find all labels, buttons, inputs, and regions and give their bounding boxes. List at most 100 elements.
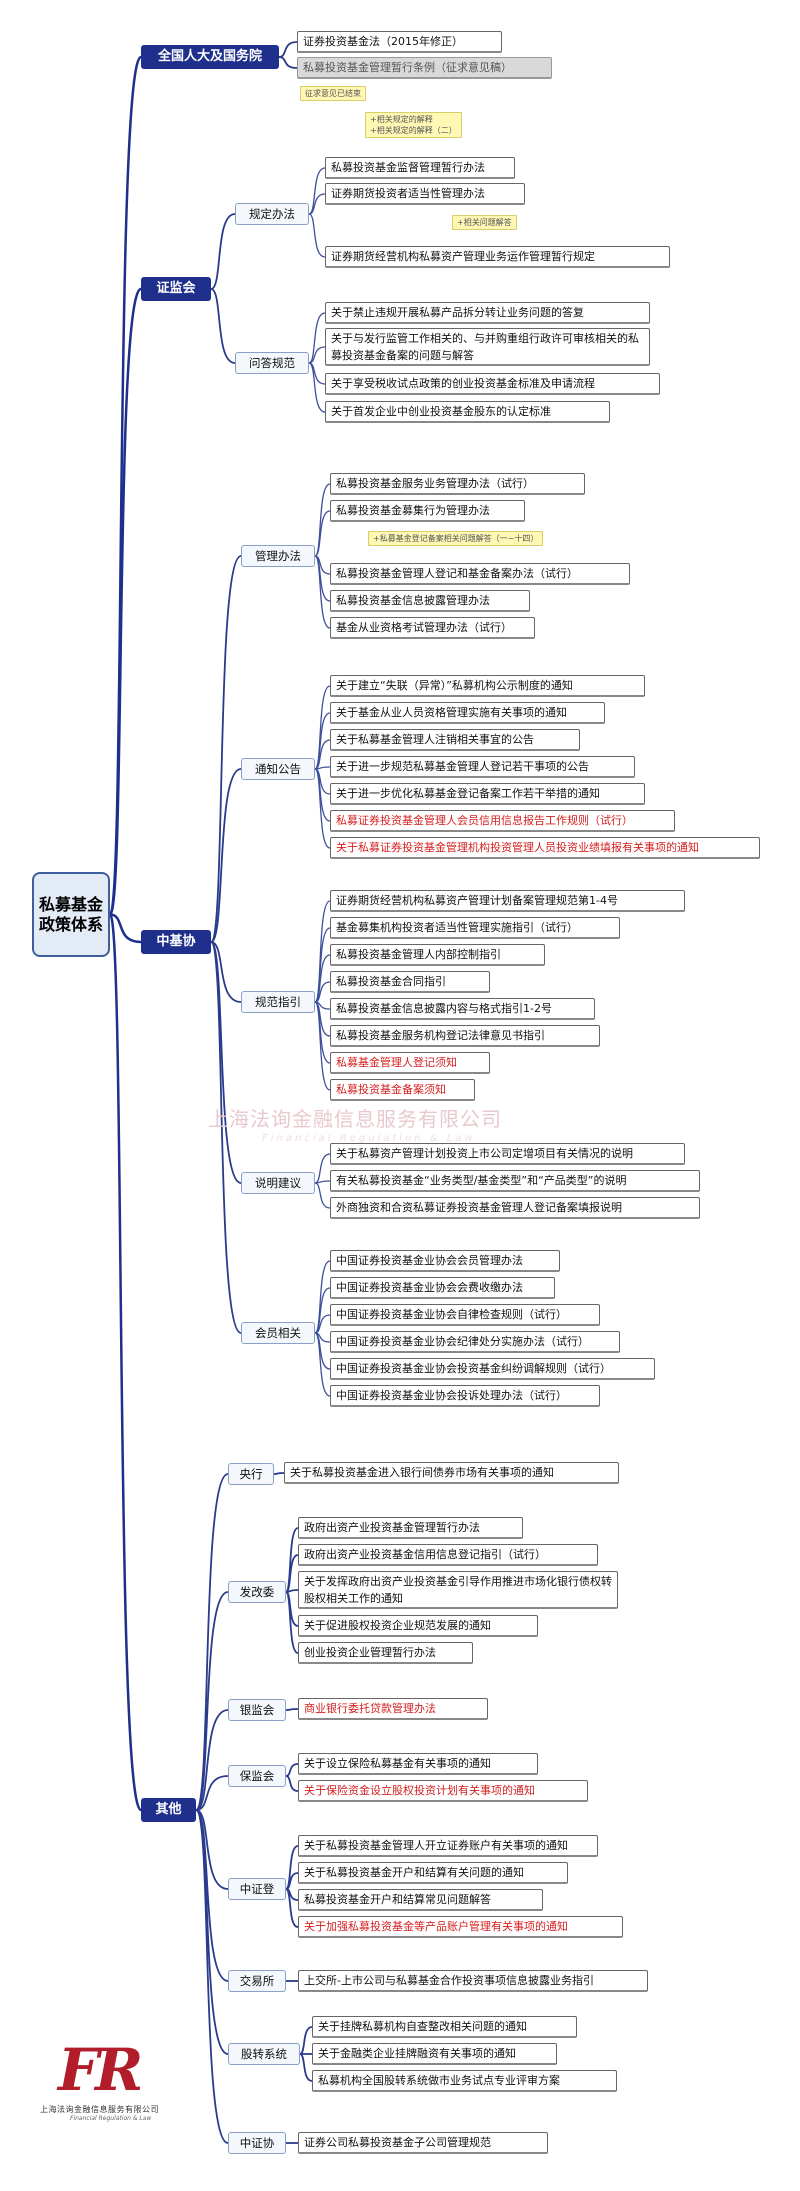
root-topic[interactable]: 私募基金政策体系: [32, 872, 110, 957]
connector: [210, 941, 242, 1334]
leaf-csrc-qa-2[interactable]: 关于与发行监管工作相关的、与并购重组行政许可审核相关的私募投资基金备案的问题与解…: [325, 328, 650, 366]
leaf-amac-a-3[interactable]: 外商独资和合资私募证券投资基金管理人登记备案填报说明: [330, 1197, 700, 1219]
leaf-amac-a-2[interactable]: 有关私募投资基金“业务类型/基金类型”和“产品类型”的说明: [330, 1170, 700, 1192]
connector: [308, 346, 326, 364]
leaf-amac-m-4[interactable]: 私募投资基金信息披露管理办法: [330, 590, 530, 612]
sub-other-circ[interactable]: 保监会: [228, 1765, 286, 1787]
sub-csrc-rules[interactable]: 规定办法: [235, 203, 309, 225]
leaf-amac-mem-2[interactable]: 中国证券投资基金业协会会费收缴办法: [330, 1277, 555, 1299]
leaf-amac-mem-1[interactable]: 中国证券投资基金业协会会员管理办法: [330, 1250, 560, 1272]
connector: [285, 1591, 299, 1654]
leaf-amac-g-5[interactable]: 私募投资基金信息披露内容与格式指引1-2号: [330, 998, 595, 1020]
leaf-csrc-rules-2[interactable]: 证券期货投资者适当性管理办法: [325, 183, 525, 205]
leaf-amac-g-1[interactable]: 证券期货经营机构私募资产管理计划备案管理规范第1-4号: [330, 890, 685, 912]
leaf-csrc-qa-1[interactable]: 关于禁止违规开展私募产品拆分转让业务问题的答复: [325, 302, 650, 324]
branch-amac[interactable]: 中基协: [141, 930, 211, 954]
leaf-amac-mem-3[interactable]: 中国证券投资基金业协会自律检查规则（试行）: [330, 1304, 600, 1326]
leaf-csrc-qa-4[interactable]: 关于首发企业中创业投资基金股东的认定标准: [325, 401, 610, 423]
sub-other-csdc[interactable]: 中证登: [228, 1878, 286, 1900]
connector: [314, 1182, 331, 1209]
leaf-amac-g-2[interactable]: 基金募集机构投资者适当性管理实施指引（试行）: [330, 917, 620, 939]
connector: [195, 1591, 229, 1811]
leaf-csdc-1[interactable]: 关于私募投资基金管理人开立证券账户有关事项的通知: [298, 1835, 598, 1857]
leaf-amac-m-1[interactable]: 私募投资基金服务业务管理办法（试行）: [330, 473, 585, 495]
sub-amac-advice[interactable]: 说明建议: [241, 1172, 315, 1194]
leaf-amac-m-2[interactable]: 私募投资基金募集行为管理办法: [330, 500, 525, 522]
leaf-cbrc-1[interactable]: 商业银行委托贷款管理办法: [298, 1698, 488, 1720]
connector: [278, 41, 298, 58]
leaf-amac-mem-6[interactable]: 中国证券投资基金业协会投诉处理办法（试行）: [330, 1385, 600, 1407]
sub-other-sac[interactable]: 中证协: [228, 2132, 286, 2154]
leaf-sse-1[interactable]: 上交所-上市公司与私募基金合作投资事项信息披露业务指引: [298, 1970, 648, 1992]
leaf-ndrc-5[interactable]: 创业投资企业管理暂行办法: [298, 1642, 473, 1664]
connector: [314, 981, 331, 1003]
company-logo: FR 上海法询金融信息服务有限公司 Financial Regulation &…: [40, 2040, 180, 2160]
leaf-amac-g-6[interactable]: 私募投资基金服务机构登记法律意见书指引: [330, 1025, 600, 1047]
leaf-amac-n-3[interactable]: 关于私募基金管理人注销相关事宜的公告: [330, 729, 580, 751]
sub-amac-guides[interactable]: 规范指引: [241, 991, 315, 1013]
leaf-amac-g-8[interactable]: 私募投资基金备案须知: [330, 1079, 475, 1101]
logo-mark: FR: [58, 2036, 143, 2104]
connector: [314, 1287, 331, 1334]
leaf-sac-1[interactable]: 证券公司私募投资基金子公司管理规范: [298, 2132, 548, 2154]
note-interpretations: +相关规定的解释 +相关规定的解释（二）: [365, 112, 462, 138]
leaf-ndrc-3[interactable]: 关于发挥政府出资产业投资基金引导作用推进市场化银行债权转股权相关工作的通知: [298, 1571, 618, 1609]
leaf-amac-n-2[interactable]: 关于基金从业人员资格管理实施有关事项的通知: [330, 702, 605, 724]
connector: [195, 1809, 229, 1982]
leaf-neeq-2[interactable]: 关于金融类企业挂牌融资有关事项的通知: [312, 2043, 557, 2065]
leaf-securities-fund-law[interactable]: 证券投资基金法（2015年修正）: [297, 31, 502, 53]
connector: [314, 1153, 331, 1184]
leaf-csrc-qa-3[interactable]: 关于享受税收试点政策的创业投资基金标准及申请流程: [325, 373, 660, 395]
branch-csrc[interactable]: 证监会: [141, 277, 211, 301]
leaf-ndrc-1[interactable]: 政府出资产业投资基金管理暂行办法: [298, 1517, 523, 1539]
sub-other-pbc[interactable]: 央行: [228, 1463, 274, 1485]
leaf-amac-m-3[interactable]: 私募投资基金管理人登记和基金备案办法（试行）: [330, 563, 630, 585]
connector: [285, 1888, 299, 1928]
sub-amac-measures[interactable]: 管理办法: [241, 545, 315, 567]
leaf-amac-g-3[interactable]: 私募投资基金管理人内部控制指引: [330, 944, 545, 966]
connector: [308, 193, 326, 215]
leaf-circ-2[interactable]: 关于保险资金设立股权投资计划有关事项的通知: [298, 1780, 588, 1802]
branch-npc[interactable]: 全国人大及国务院: [141, 45, 279, 69]
sub-csrc-qa[interactable]: 问答规范: [235, 352, 309, 374]
leaf-neeq-1[interactable]: 关于挂牌私募机构自查整改相关问题的通知: [312, 2016, 577, 2038]
leaf-amac-g-4[interactable]: 私募投资基金合同指引: [330, 971, 490, 993]
sub-other-cbrc[interactable]: 银监会: [228, 1699, 286, 1721]
leaf-draft-regulation[interactable]: 私募投资基金管理暂行条例（征求意见稿）: [297, 57, 552, 79]
branch-other[interactable]: 其他: [141, 1798, 196, 1822]
leaf-csdc-2[interactable]: 关于私募投资基金开户和结算有关问题的通知: [298, 1862, 568, 1884]
logo-tagline: Financial Regulation & Law: [70, 2115, 152, 2122]
leaf-csrc-rules-1[interactable]: 私募投资基金监督管理暂行办法: [325, 157, 515, 179]
watermark-tagline: Financial Regulation & Law: [262, 1133, 476, 1144]
connector: [195, 1775, 229, 1811]
note-qa: +相关问题解答: [452, 215, 517, 230]
leaf-amac-g-7[interactable]: 私募基金管理人登记须知: [330, 1052, 490, 1074]
leaf-amac-n-4[interactable]: 关于进一步规范私募基金管理人登记若干事项的公告: [330, 756, 635, 778]
connector: [210, 941, 242, 1184]
leaf-amac-mem-5[interactable]: 中国证券投资基金业协会投资基金纠纷调解规则（试行）: [330, 1358, 655, 1380]
leaf-amac-n-7[interactable]: 关于私募证券投资基金管理机构投资管理人员投资业绩填报有关事项的通知: [330, 837, 760, 859]
leaf-amac-n-5[interactable]: 关于进一步优化私募基金登记备案工作若干举措的通知: [330, 783, 645, 805]
leaf-neeq-3[interactable]: 私募机构全国股转系统做市业务试点专业评审方案: [312, 2070, 617, 2092]
leaf-circ-1[interactable]: 关于设立保险私募基金有关事项的通知: [298, 1753, 538, 1775]
leaf-amac-n-1[interactable]: 关于建立“失联（异常）”私募机构公示制度的通知: [330, 675, 645, 697]
leaf-csrc-rules-3[interactable]: 证券期货经营机构私募资产管理业务运作管理暂行规定: [325, 246, 670, 268]
sub-other-ndrc[interactable]: 发改委: [228, 1581, 286, 1603]
connector: [314, 1332, 331, 1397]
sub-amac-notices[interactable]: 通知公告: [241, 758, 315, 780]
connector: [314, 1314, 331, 1334]
connector: [314, 555, 331, 629]
leaf-ndrc-2[interactable]: 政府出资产业投资基金信用信息登记指引（试行）: [298, 1544, 598, 1566]
leaf-amac-m-5[interactable]: 基金从业资格考试管理办法（试行）: [330, 617, 535, 639]
leaf-amac-n-6[interactable]: 私募证券投资基金管理人会员信用信息报告工作规则（试行）: [330, 810, 675, 832]
sub-other-sse[interactable]: 交易所: [228, 1970, 286, 1992]
sub-other-neeq[interactable]: 股转系统: [228, 2043, 300, 2065]
leaf-csdc-4[interactable]: 关于加强私募投资基金等产品账户管理有关事项的通知: [298, 1916, 623, 1938]
leaf-amac-mem-4[interactable]: 中国证券投资基金业协会纪律处分实施办法（试行）: [330, 1331, 620, 1353]
leaf-amac-a-1[interactable]: 关于私募资产管理计划投资上市公司定增项目有关情况的说明: [330, 1143, 685, 1165]
leaf-ndrc-4[interactable]: 关于促进股权投资企业规范发展的通知: [298, 1615, 538, 1637]
connector: [195, 1809, 229, 1890]
sub-amac-members[interactable]: 会员相关: [241, 1322, 315, 1344]
leaf-pbc-1[interactable]: 关于私募投资基金进入银行间债券市场有关事项的通知: [284, 1462, 619, 1484]
leaf-csdc-3[interactable]: 私募投资基金开户和结算常见问题解答: [298, 1889, 543, 1911]
